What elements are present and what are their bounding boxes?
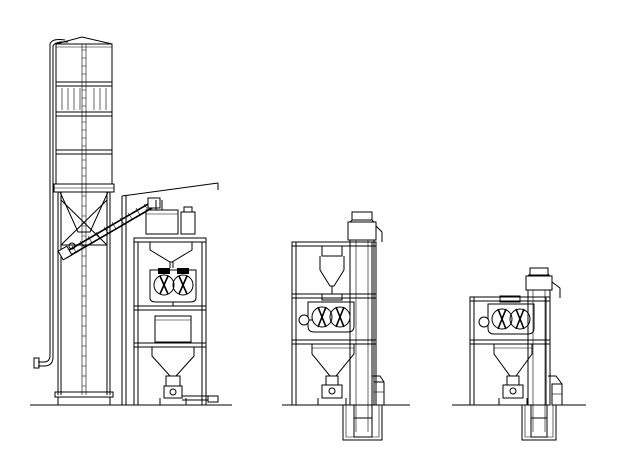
small-packer (498, 375, 528, 405)
tower-roof (121, 182, 219, 405)
weighing-hopper (149, 242, 193, 268)
top-dust-collector (145, 200, 196, 235)
medium-feed-hopper (319, 245, 345, 294)
medium-mixer (298, 293, 355, 333)
ground-line-3 (452, 404, 586, 441)
silo-support (53, 183, 115, 405)
twin-shaft-mixer (149, 268, 197, 306)
small-bucket-elevator (525, 267, 561, 438)
medium-raw-feeder (372, 375, 385, 406)
small-product-hopper (493, 344, 533, 377)
screw-conveyor (57, 197, 161, 261)
medium-packer (317, 375, 347, 405)
silo-fill-pipe (33, 39, 69, 369)
medium-product-hopper (311, 344, 355, 377)
elevator-plant-medium (282, 211, 410, 441)
silo-body (55, 43, 113, 185)
packing-machine (159, 375, 219, 405)
small-mixer (478, 295, 535, 335)
product-hopper (151, 315, 195, 377)
mixing-tower-frame (133, 237, 207, 406)
silo-ladder (81, 44, 87, 395)
small-raw-feeder (548, 375, 563, 406)
medium-bucket-elevator (347, 211, 383, 438)
elevator-plant-small (452, 267, 586, 441)
silo-plant (30, 36, 232, 406)
